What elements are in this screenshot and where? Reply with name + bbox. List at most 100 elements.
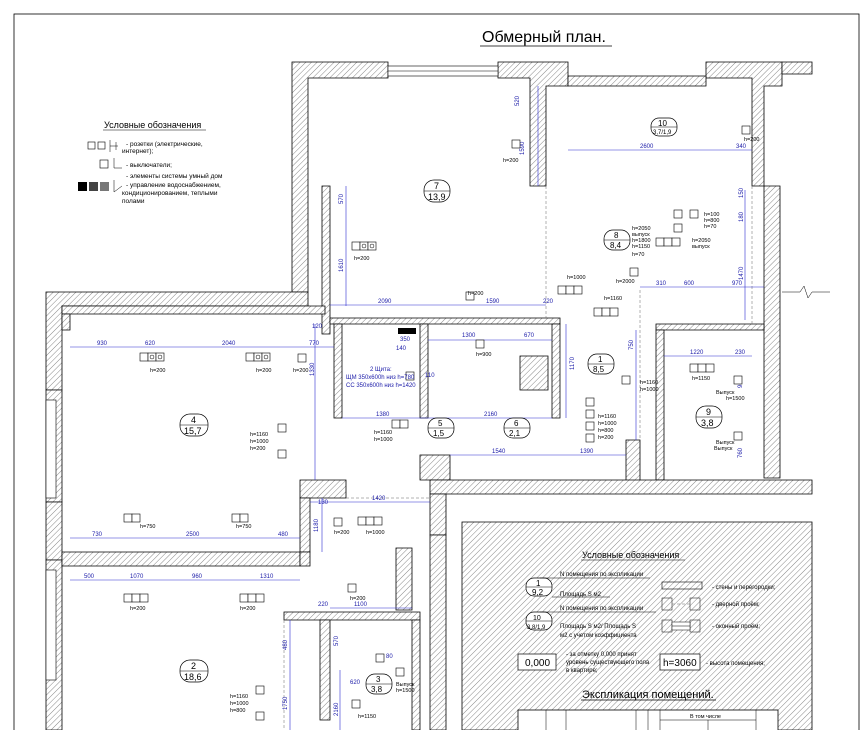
svg-text:- розетки (электрические,: - розетки (электрические, <box>126 141 203 148</box>
dim-label: 520 <box>515 95 521 106</box>
svg-text:8,5: 8,5 <box>593 365 605 374</box>
dim-label: 140 <box>396 346 407 352</box>
height-label: h=800 <box>230 708 245 714</box>
height-label: Выпуск <box>716 390 735 396</box>
room-2-label: 2 18,6 <box>179 659 209 683</box>
svg-text:2: 2 <box>191 661 196 671</box>
height-label: h=1150 <box>632 244 650 250</box>
socket-group <box>357 516 383 526</box>
svg-text:h=3060: h=3060 <box>663 658 697 669</box>
height-label: Выпуск <box>714 446 733 452</box>
dim-label: 570 <box>339 193 345 204</box>
height-label: h=1150 <box>692 376 710 382</box>
switch-symbol <box>629 267 639 277</box>
dim-label: 1180 <box>314 518 320 532</box>
socket-group <box>239 593 265 603</box>
svg-text:8,4: 8,4 <box>610 241 622 250</box>
svg-text:- оконный проём;: - оконный проём; <box>712 623 760 630</box>
windows <box>45 65 499 681</box>
dim-label: 1330 <box>310 362 316 376</box>
legend-top-title: Условные обозначения <box>104 120 201 130</box>
height-label: h=100 <box>704 212 719 218</box>
height-label: h=200 <box>334 530 349 536</box>
dim-label: 2600 <box>640 144 654 150</box>
dim-label: 750 <box>629 339 635 350</box>
dim-label: 730 <box>92 532 103 538</box>
dim-label: 150 <box>739 187 745 198</box>
svg-text:10: 10 <box>533 615 541 622</box>
dim-label: 960 <box>192 574 203 580</box>
page-frame <box>13 13 860 730</box>
dim-label: 1610 <box>339 258 345 272</box>
height-label: h=750 <box>236 524 251 530</box>
height-label: h=800 <box>704 218 719 224</box>
switch-symbol <box>347 583 357 593</box>
height-label: h=2000 <box>616 279 635 285</box>
switch-symbol <box>351 699 361 709</box>
dim-label: 500 <box>84 574 95 580</box>
switch-symbol <box>585 409 595 419</box>
height-label: h=70 <box>704 224 716 230</box>
dim-label: 220 <box>543 299 554 305</box>
dim-label: 1380 <box>376 412 390 418</box>
dim-label: 1590 <box>486 299 500 305</box>
room-10-label: 10 3,7/1,9 <box>650 117 678 137</box>
height-label: h=200 <box>598 435 613 441</box>
page-title: Обмерный план. <box>482 29 606 46</box>
height-label: выпуск <box>632 232 650 238</box>
svg-text:1: 1 <box>536 579 541 588</box>
svg-text:- стены и перегородки;: - стены и перегородки; <box>712 585 776 591</box>
svg-text:2 Щита:: 2 Щита: <box>370 367 392 373</box>
socket-group <box>593 307 619 317</box>
socket-group <box>123 513 141 523</box>
legend-bottom: Условные обозначения 1 9,2 N помещения п… <box>517 550 776 674</box>
dim-label: 1590 <box>520 141 526 155</box>
switch-symbol <box>585 421 595 431</box>
svg-text:ЩМ 350x600h низ h=780: ЩМ 350x600h низ h=780 <box>346 375 415 381</box>
height-label: h=200 <box>354 256 369 262</box>
dim-label: 230 <box>735 350 746 356</box>
svg-text:- высота помещения;: - высота помещения; <box>706 661 765 667</box>
dim-label: 1100 <box>354 602 368 608</box>
height-label: h=900 <box>476 352 491 358</box>
svg-text:1,5: 1,5 <box>433 429 445 438</box>
switch-symbol <box>585 397 595 407</box>
socket-group <box>123 593 149 603</box>
dim-label: 340 <box>736 144 747 150</box>
switch-symbol <box>621 375 631 385</box>
socket-group <box>139 352 165 362</box>
dim-label: 350 <box>400 337 411 343</box>
height-label: h=200 <box>744 137 759 143</box>
switch-symbol <box>255 711 265 721</box>
height-label: h=1160 <box>374 430 392 436</box>
height-label: h=1160 <box>604 296 622 302</box>
switch-symbol <box>741 125 751 135</box>
dim-label: 480 <box>283 639 289 650</box>
svg-text:Площадь S м2/ Площадь S: Площадь S м2/ Площадь S <box>560 624 636 630</box>
height-label: h=70 <box>632 252 644 258</box>
switch-symbol <box>585 433 595 443</box>
switch-symbol <box>277 423 287 433</box>
height-label: h=1150 <box>358 714 376 720</box>
dim-label: 2160 <box>334 702 340 716</box>
explication-title: Экспликация помещений. <box>582 689 714 701</box>
svg-text:9: 9 <box>706 407 711 417</box>
svg-text:полами: полами <box>122 198 145 205</box>
switch-symbol <box>255 685 265 695</box>
socket-group <box>351 241 377 251</box>
height-label: выпуск <box>692 244 710 250</box>
room-4-label: 4 15,7 <box>179 413 209 437</box>
dim-label: 1540 <box>492 449 506 455</box>
dim-label: 1470 <box>739 266 745 280</box>
room-9-label: 9 3,8 <box>695 405 723 429</box>
socket-group <box>245 352 271 362</box>
svg-text:N помещения по экспликации: N помещения по экспликации <box>560 606 643 612</box>
height-label: h=1800 <box>632 238 651 244</box>
svg-text:- за отметку 0,000 принят: - за отметку 0,000 принят <box>566 652 637 658</box>
height-label: h=200 <box>250 446 265 452</box>
svg-text:7: 7 <box>434 181 439 191</box>
dimension-labels: 520 1590 2600 340 570 1610 2090 1590 220… <box>84 95 747 716</box>
height-label: h=1000 <box>230 701 249 707</box>
switch-symbol <box>673 209 683 219</box>
